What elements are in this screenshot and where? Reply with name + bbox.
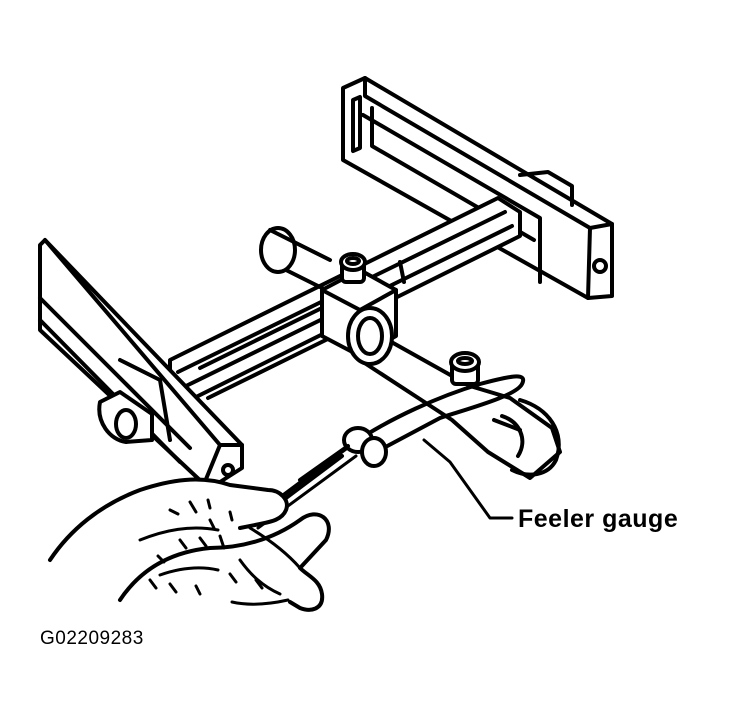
near-cross-bar [38,238,244,486]
front-foot [97,390,154,444]
far-cross-bar [341,76,614,300]
feeler-gauge-label: Feeler gauge [518,505,679,533]
hand [48,477,331,612]
lower-lock-knob [449,351,481,386]
figure-id: G02209283 [40,628,144,649]
spindle [346,306,562,480]
top-lock-knob [339,252,367,284]
callout-leader [422,438,514,520]
feeler-gauge-pivot [268,426,388,512]
rear-shaft [259,226,332,294]
